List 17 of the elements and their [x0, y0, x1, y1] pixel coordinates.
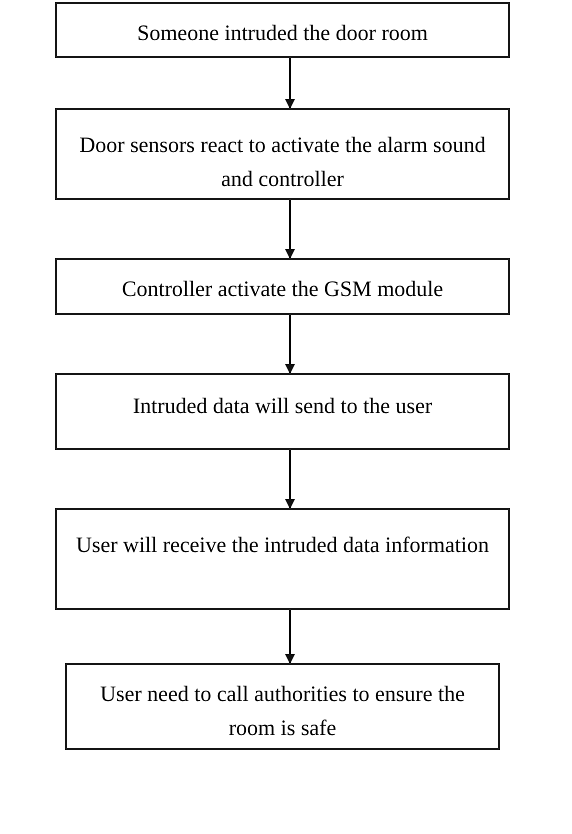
process-box	[55, 108, 510, 200]
process-box	[55, 373, 510, 450]
step-text: Someone intruded the door room	[137, 19, 428, 47]
process-box	[55, 258, 510, 315]
process-box	[65, 663, 500, 750]
arrow	[285, 200, 295, 259]
arrow	[285, 450, 295, 509]
step-text: Door sensors react to activate the alarm sound and controller	[78, 131, 487, 193]
step-text: Controller activate the GSM module	[122, 275, 444, 303]
arrow	[285, 315, 295, 374]
step-text: User will receive the intruded data information	[76, 531, 489, 559]
process-box	[55, 2, 510, 58]
step-text: Intruded data will send to the user	[132, 392, 432, 420]
step-text: User need to call authorities to ensure the room is safe	[99, 680, 466, 742]
arrow	[285, 610, 295, 664]
process-box	[55, 508, 510, 610]
arrow	[285, 58, 295, 109]
